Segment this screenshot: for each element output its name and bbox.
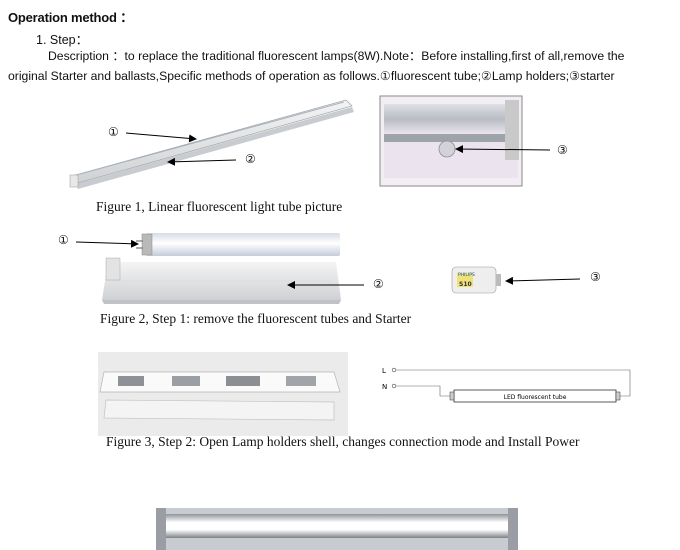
marker-1-fig2: ① <box>58 233 69 247</box>
figure1-fixture <box>69 99 354 189</box>
figure3-open-fixture <box>98 352 348 436</box>
figure3-caption: Figure 3, Step 2: Open Lamp holders shel… <box>106 434 580 449</box>
figure1-arrow-2 <box>167 157 237 166</box>
figure3-wiring-diagram: L N LED fluorescent tube <box>382 367 631 403</box>
figure1-arrow-1 <box>125 132 197 143</box>
starter-brand: PHILIPS <box>458 272 475 278</box>
marker-3-fig1: ③ <box>557 143 568 157</box>
step-label: 1. Step： <box>36 33 89 47</box>
figure1-arrow-3 <box>455 145 551 154</box>
led-tube-label: LED fluorescent tube <box>504 394 567 401</box>
marker-2-fig2: ② <box>373 277 384 291</box>
description-text: Description ：to replace the traditional … <box>8 46 676 86</box>
description-line-1: Description ：to replace the traditional … <box>48 49 625 63</box>
led-tube-lit <box>156 508 518 550</box>
wire-l-label: L <box>382 367 386 375</box>
figure1-closeup <box>379 95 523 187</box>
marker-3-fig2: ③ <box>590 270 601 284</box>
marker-2-fig1: ② <box>245 152 256 166</box>
figure2-caption: Figure 2, Step 1: remove the fluorescent… <box>100 311 412 326</box>
figure2-starter: PHILIPS S10 <box>451 266 501 294</box>
figure2-tube <box>136 233 340 256</box>
wire-n-label: N <box>382 383 387 391</box>
figure2-arrow-3 <box>505 276 581 285</box>
marker-1-fig1: ① <box>108 125 119 139</box>
figure1-caption: Figure 1, Linear fluorescent light tube … <box>96 199 343 214</box>
starter-model: S10 <box>459 281 472 288</box>
description-line-2: original Starter and ballasts,Specific m… <box>8 69 615 83</box>
section-heading: Operation method ： <box>8 10 133 25</box>
figure2-arrow-1 <box>75 239 139 248</box>
figure2-housing <box>102 257 341 304</box>
